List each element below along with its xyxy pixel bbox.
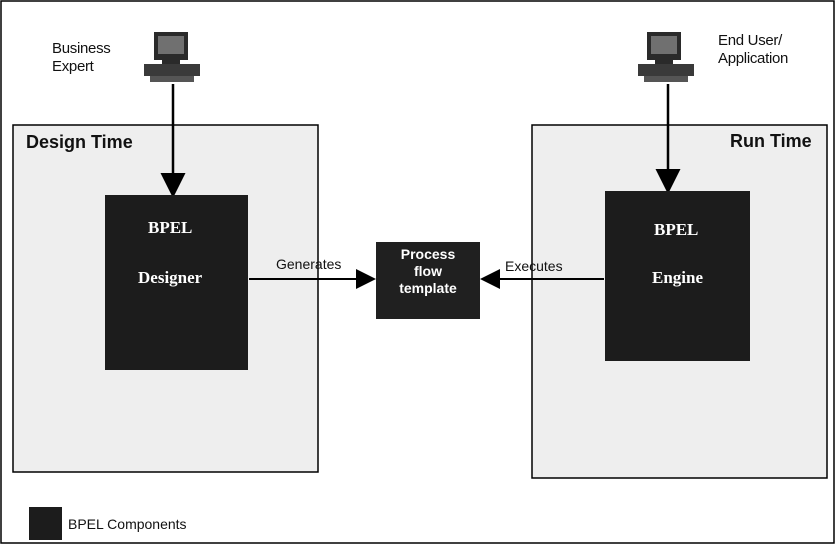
process-label-line: flow	[376, 263, 480, 280]
run-time-title: Run Time	[730, 131, 812, 152]
actor-label-line: Expert	[52, 58, 110, 76]
designer-label-line2: Designer	[138, 268, 202, 288]
process-label-line: template	[376, 280, 480, 297]
actor-label-line: Business	[52, 40, 110, 58]
actor-label-line: End User/	[718, 32, 788, 50]
process-template-label: Process flow template	[376, 246, 480, 297]
generates-label: Generates	[276, 256, 341, 272]
legend-label: BPEL Components	[68, 516, 187, 532]
computer-icon	[144, 32, 200, 82]
process-label-line: Process	[376, 246, 480, 263]
legend-swatch	[29, 507, 62, 540]
design-time-title: Design Time	[26, 132, 133, 153]
end-user-label: End User/ Application	[718, 32, 788, 68]
engine-label-line1: BPEL	[654, 220, 698, 240]
engine-label-line2: Engine	[652, 268, 703, 288]
business-expert-label: Business Expert	[52, 40, 110, 76]
executes-label: Executes	[505, 258, 563, 274]
designer-label-line1: BPEL	[148, 218, 192, 238]
actor-label-line: Application	[718, 50, 788, 68]
computer-icon	[638, 32, 694, 82]
